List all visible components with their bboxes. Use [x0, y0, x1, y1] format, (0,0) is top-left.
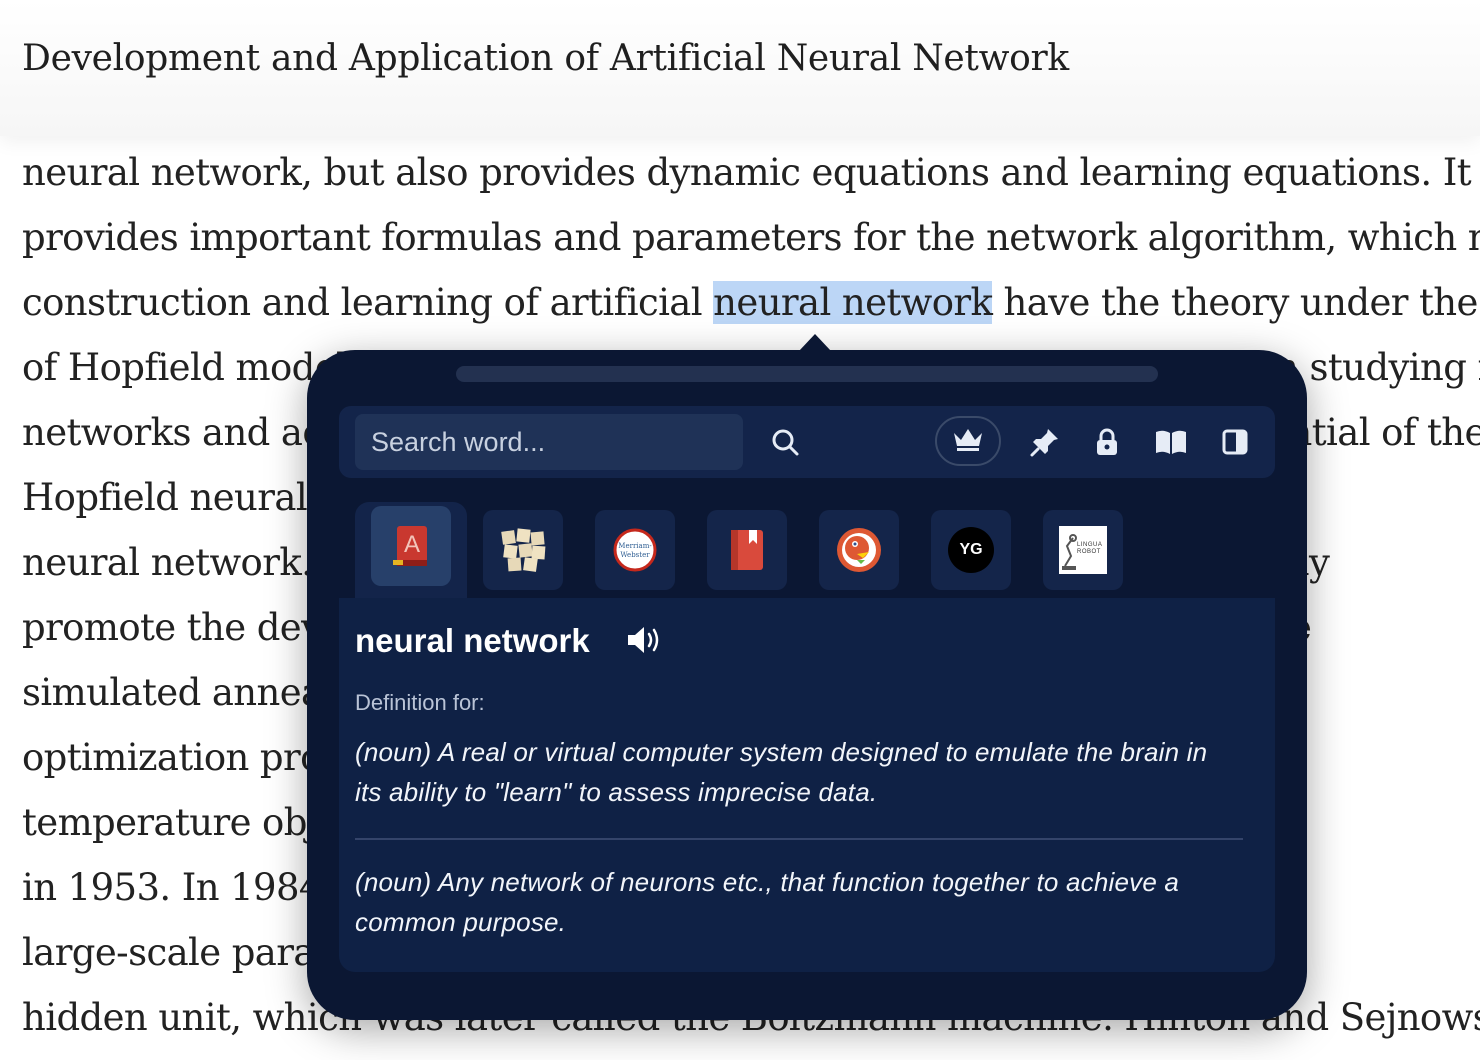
crown-icon	[951, 425, 985, 458]
text-line: neural network, but also provides dynami…	[22, 151, 1480, 194]
merriam-webster-icon: Merriam- Webster	[613, 528, 657, 572]
document-title: Development and Application of Artificia…	[22, 38, 1069, 79]
search-input[interactable]	[355, 414, 743, 470]
youglish-icon: YG	[948, 527, 994, 573]
text-line-suffix: have the theory under the influence	[1003, 281, 1480, 324]
dictionary-tab-japanese[interactable]	[483, 510, 563, 590]
book-open-icon[interactable]	[1151, 422, 1191, 462]
popup-toolbar	[339, 406, 1275, 478]
definition-item: (noun) Any network of neurons etc., that…	[355, 867, 1180, 937]
dictionary-popup: A Merriam- Webster	[307, 334, 1307, 1020]
search-icon[interactable]	[765, 422, 805, 462]
pin-icon[interactable]	[1025, 422, 1065, 462]
dictionary-tabs: A Merriam- Webster	[339, 502, 1275, 598]
definition-panel: neural network Definition for: (noun) A …	[339, 598, 1275, 972]
dictionary-tab-merriam-webster[interactable]: Merriam- Webster	[595, 510, 675, 590]
japanese-dictionary-icon	[501, 528, 546, 572]
selected-text[interactable]: neural network	[713, 281, 993, 324]
red-book-icon	[731, 530, 763, 570]
sidebar-icon[interactable]	[1215, 422, 1255, 462]
popup-pointer	[799, 334, 831, 351]
document-header: Development and Application of Artificia…	[0, 0, 1480, 136]
svg-text:A: A	[404, 531, 420, 558]
dictionary-tab-lingua-robot[interactable]: LINGUA ROBOT	[1043, 510, 1123, 590]
dictionary-tab-duckduckgo[interactable]	[819, 510, 899, 590]
crown-button[interactable]	[935, 416, 1001, 466]
definition-divider	[355, 838, 1243, 840]
svg-text:Webster: Webster	[620, 551, 650, 559]
dictionary-tab-dictionary-app[interactable]: A	[355, 502, 467, 598]
text-line: construction and learning of artificial …	[22, 270, 1480, 335]
dictionary-app-icon: A	[371, 506, 451, 586]
drag-handle[interactable]	[456, 366, 1158, 382]
lingua-robot-icon: LINGUA ROBOT	[1059, 526, 1107, 574]
duckduckgo-icon	[837, 528, 881, 572]
dictionary-tab-youglish[interactable]: YG	[931, 510, 1011, 590]
text-line-prefix: construction and learning of artificial	[22, 281, 714, 324]
text-line: provides important formulas and paramete…	[22, 216, 1480, 259]
looked-up-word: neural network	[355, 622, 590, 659]
definition-label: Definition for:	[355, 690, 485, 715]
svg-text:Merriam-: Merriam-	[618, 542, 652, 550]
speaker-icon[interactable]	[625, 624, 663, 661]
lock-icon[interactable]	[1087, 422, 1127, 462]
dictionary-tab-red-book[interactable]	[707, 510, 787, 590]
lingua-robot-logo-text: LINGUA ROBOT	[1077, 542, 1103, 555]
definition-item: (noun) A real or virtual computer system…	[355, 737, 1208, 807]
